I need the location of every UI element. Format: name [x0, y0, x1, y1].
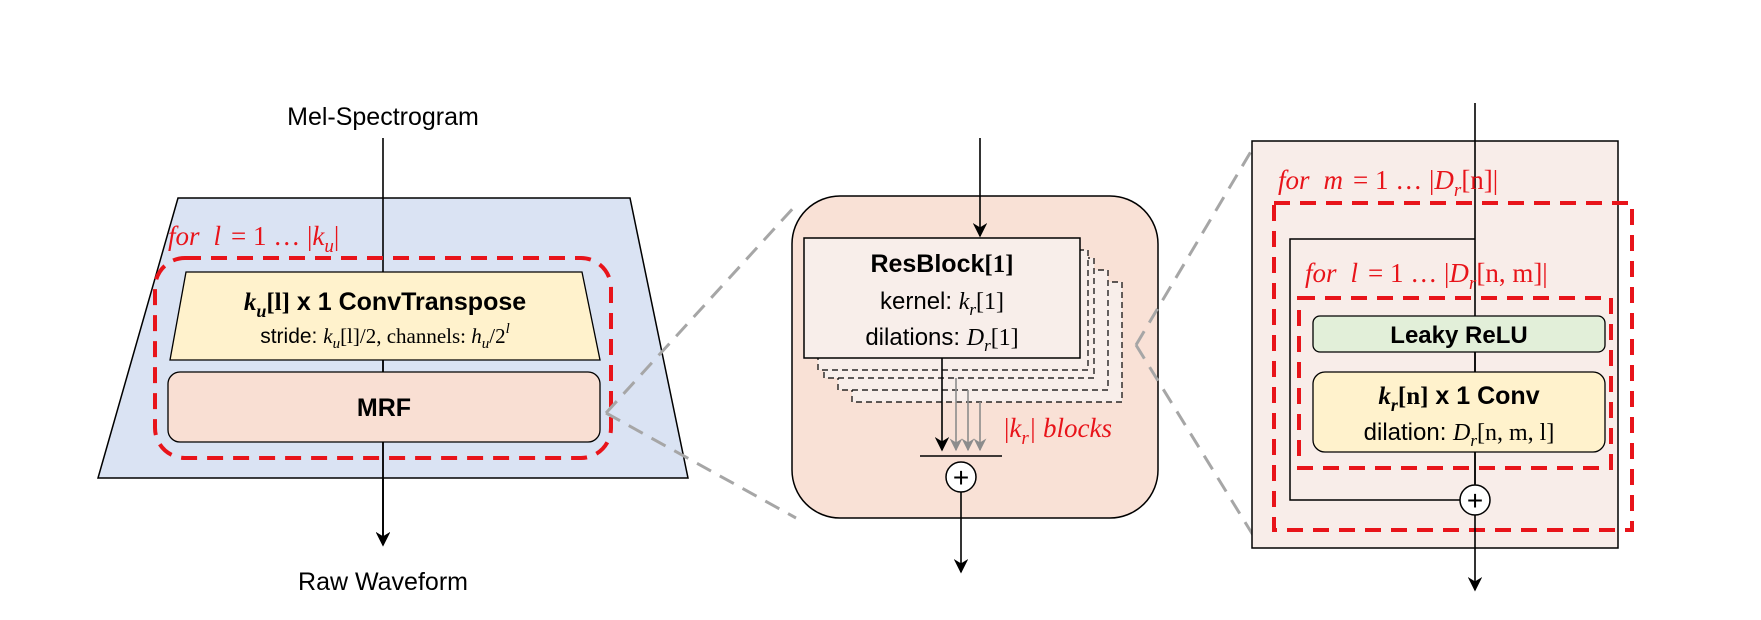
output-label: Raw Waveform [298, 568, 468, 596]
upsample-loop-box [153, 256, 613, 460]
sum-symbol: + [953, 462, 969, 493]
mrf-label: MRF [357, 394, 411, 422]
residual-sum-symbol: + [1467, 485, 1483, 516]
dilated-conv-block [1312, 371, 1606, 453]
resblock-title: ResBlock[1] [870, 250, 1013, 278]
dilated-conv-dilation: dilation: Dr[n, m, l] [1364, 419, 1555, 450]
zoom-line-top-2 [1134, 142, 1258, 346]
resblock-kernel: kernel: kr[1] [880, 288, 1004, 319]
residual-skip-path [1289, 238, 1475, 501]
resblock-1 [803, 237, 1081, 359]
leaky-relu-block [1312, 315, 1606, 353]
zoom-line-bottom-2 [1134, 344, 1258, 541]
resblock-dilations: dilations: Dr[1] [865, 324, 1018, 355]
zoom-line-top [604, 203, 798, 415]
conv-transpose-block [169, 271, 601, 361]
input-label: Mel-Spectrogram [287, 103, 479, 131]
dilated-conv-title: kr[n] x 1 Conv [1378, 382, 1539, 415]
leaky-relu-label: Leaky ReLU [1390, 322, 1527, 349]
dilation-outer-loop-box [1272, 201, 1634, 532]
conv-transpose-title: ku[l] x 1 ConvTranspose [244, 288, 526, 321]
mrf-block [167, 371, 601, 443]
mrf-detail: ResBlock[1] kernel: kr[1] dilations: Dr[… [791, 138, 1159, 574]
blocks-count-label: |kr| blocks [1004, 413, 1112, 449]
dilation-inner-loop-box [1297, 296, 1613, 470]
zoom-line-bottom [605, 411, 797, 520]
conv-transpose-params: stride: ku[l]/2, channels: hu/2l [260, 321, 510, 352]
